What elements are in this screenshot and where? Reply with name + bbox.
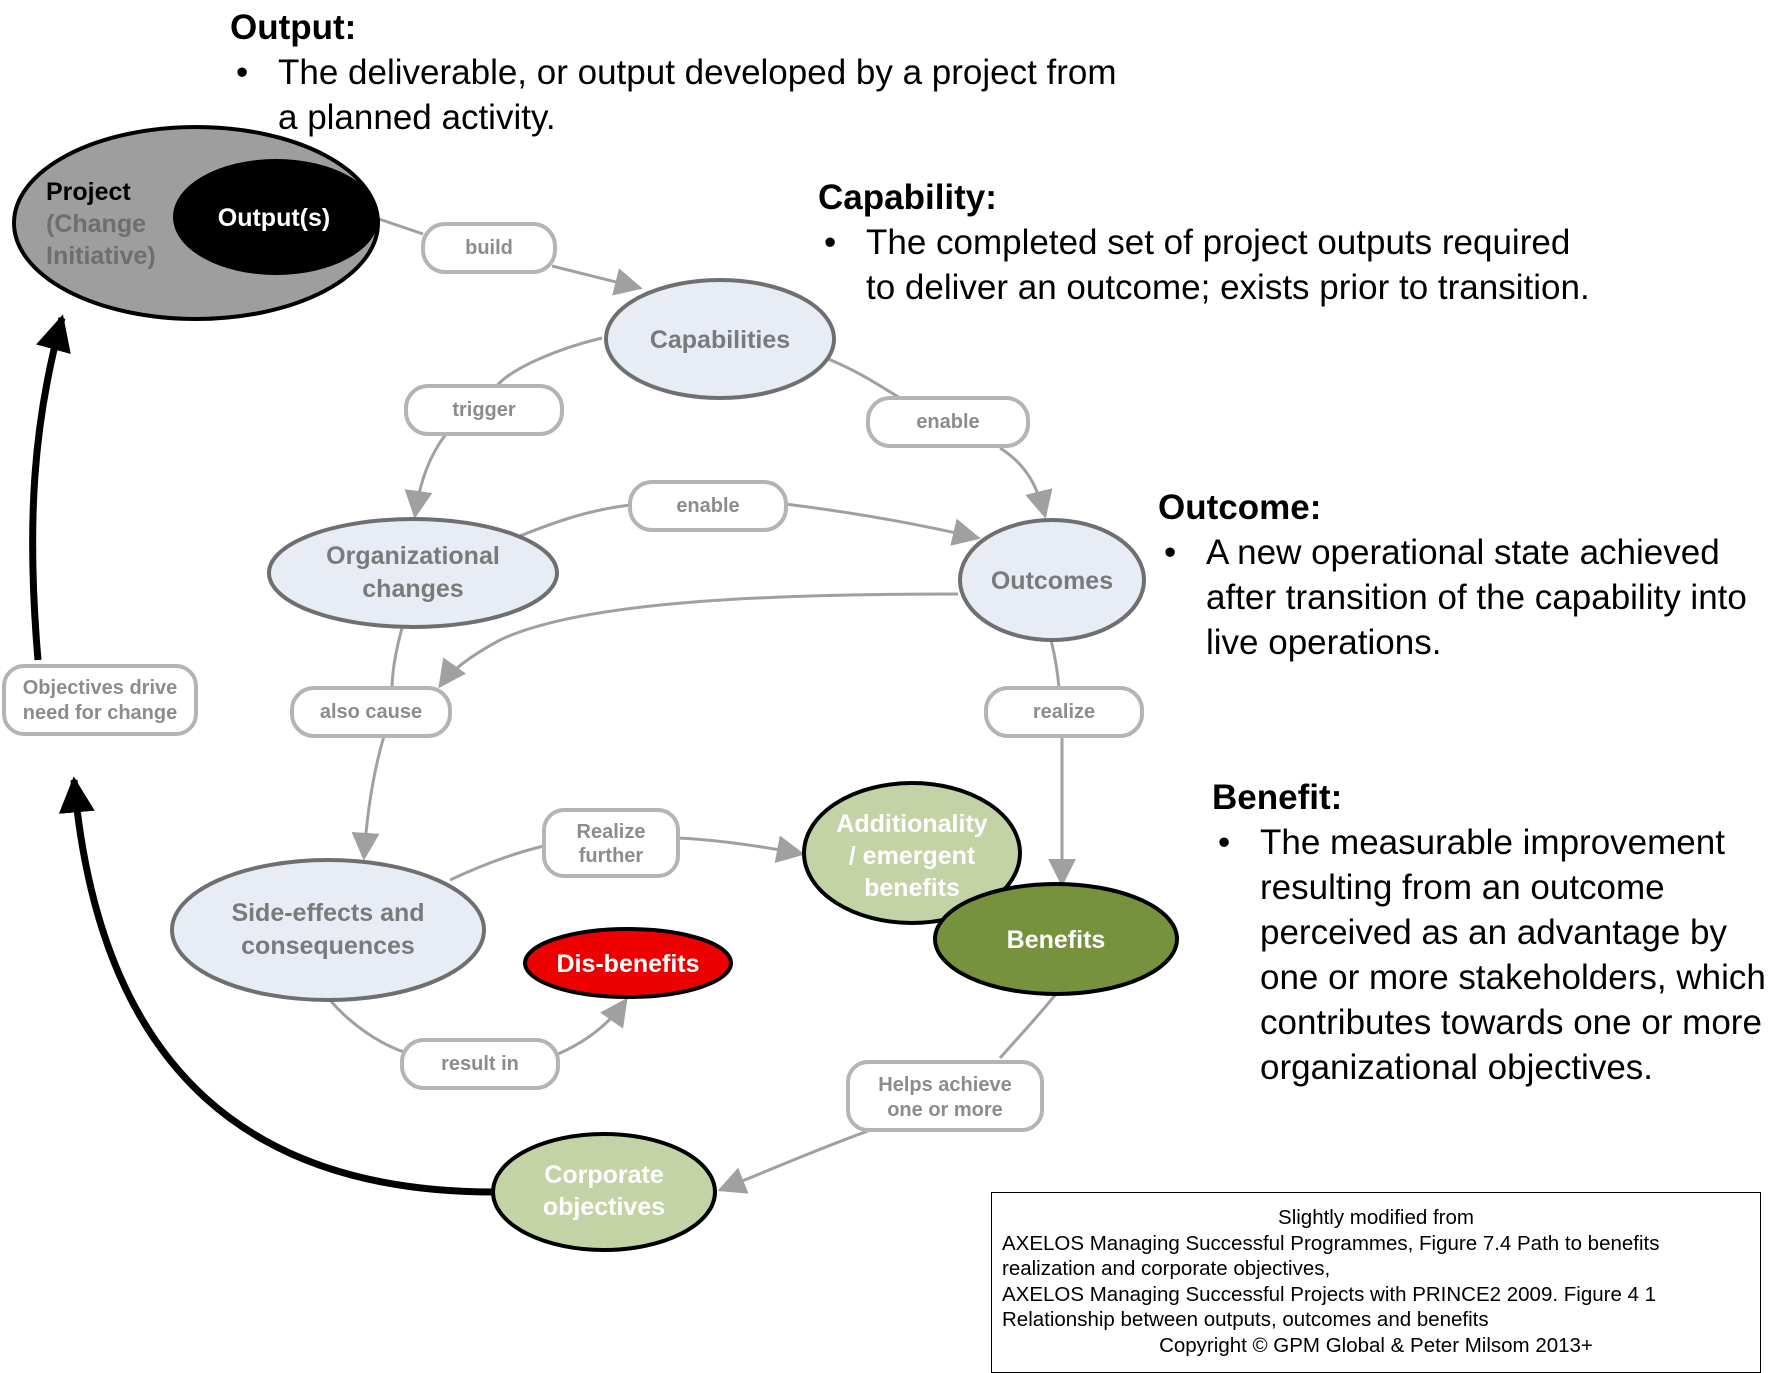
svg-text:result in: result in <box>441 1053 519 1075</box>
svg-text:Objectives drive: Objectives drive <box>23 677 178 699</box>
edge-enable-to-outcomes <box>999 446 1053 519</box>
source-line-3: realization and corporate objectives, <box>1002 1257 1331 1280</box>
edge-org-changes-to-also-cause <box>390 627 404 691</box>
definition-output: Output: • The deliverable, or output dev… <box>230 6 1130 140</box>
edge-build-to-capabilities <box>551 264 643 296</box>
node-side-effects: Side-effects and consequences <box>170 858 486 1002</box>
node-benefits-label: Benefits <box>1007 926 1106 954</box>
bullet-icon: • <box>824 223 837 262</box>
edge-objectives-drive-to-project <box>29 314 71 661</box>
node-disbenefits: Dis-benefits <box>523 927 733 999</box>
definition-benefit-body: The measurable improvement resulting fro… <box>1260 823 1766 1087</box>
edge-trigger-to-org-changes <box>404 433 448 519</box>
definition-output-heading: Output: <box>230 8 357 47</box>
svg-text:Realize: Realize <box>577 821 646 843</box>
svg-text:one or more: one or more <box>887 1099 1003 1121</box>
edge-helps-achieve-to-corporate <box>717 1126 877 1194</box>
svg-text:trigger: trigger <box>452 399 516 421</box>
node-corporate-label-1: Corporate <box>544 1161 664 1189</box>
source-line-4: AXELOS Managing Successful Projects with… <box>1002 1282 1657 1306</box>
node-benefits: Benefits <box>933 882 1179 996</box>
node-outputs: Output(s) <box>173 159 379 275</box>
node-side-effects-label-2: consequences <box>241 932 415 960</box>
edge-label-also-cause: also cause <box>290 686 452 738</box>
node-project-label-1: Project <box>46 178 131 206</box>
svg-text:build: build <box>465 237 513 259</box>
definition-outcome: Outcome: • A new operational state achie… <box>1158 486 1764 665</box>
edge-capabilities-to-enable <box>825 356 901 400</box>
edge-label-realize-further: Realize further <box>542 808 680 878</box>
edge-realize-further-to-additionality <box>677 835 805 864</box>
edge-label-result-in: result in <box>400 1038 560 1090</box>
source-line-5: Relationship between outputs, outcomes a… <box>1002 1308 1489 1331</box>
svg-text:further: further <box>579 845 644 867</box>
node-additionality: Additionality / emergent benefits <box>802 781 1022 925</box>
edge-side-effects-to-result-in <box>328 999 405 1054</box>
svg-text:need for change: need for change <box>23 702 177 724</box>
edge-output-to-build <box>375 216 424 236</box>
node-corporate: Corporate objectives <box>491 1132 717 1252</box>
node-outputs-label: Output(s) <box>218 204 330 232</box>
node-capabilities-label: Capabilities <box>650 326 790 354</box>
node-disbenefits-label: Dis-benefits <box>556 950 699 978</box>
node-org-changes-label-1: Organizational <box>326 542 500 570</box>
source-citation: Slightly modified from AXELOS Managing S… <box>991 1192 1761 1373</box>
definition-capability: Capability: • The completed set of proje… <box>818 176 1618 310</box>
node-additionality-label-1: Additionality <box>836 810 987 838</box>
edge-corporate-to-project <box>58 776 495 1196</box>
edge-also-cause-to-side-effects <box>351 735 386 861</box>
node-project-label-3: Initiative) <box>46 242 156 270</box>
definition-capability-heading: Capability: <box>818 178 997 217</box>
node-org-changes: Organizational changes <box>267 517 559 629</box>
node-org-changes-label-2: changes <box>362 575 463 603</box>
edge-label-objectives-drive: Objectives drive need for change <box>2 664 198 736</box>
edge-label-enable-org: enable <box>628 480 788 532</box>
edge-label-realize: realize <box>984 686 1144 738</box>
edge-outcomes-to-realize <box>1049 639 1061 689</box>
source-line-6: Copyright © GPM Global & Peter Milsom 20… <box>1159 1333 1593 1357</box>
definition-capability-body: The completed set of project outputs req… <box>866 223 1590 307</box>
source-line-1: Slightly modified from <box>1278 1206 1474 1229</box>
definition-outcome-heading: Outcome: <box>1158 488 1322 527</box>
source-line-2: AXELOS Managing Successful Programmes, F… <box>1002 1231 1660 1255</box>
node-additionality-label-3: benefits <box>864 874 960 902</box>
bullet-icon: • <box>1164 533 1177 572</box>
node-capabilities: Capabilities <box>604 278 836 400</box>
svg-text:also cause: also cause <box>320 701 422 723</box>
edge-benefits-to-helps-achieve <box>998 993 1058 1059</box>
edge-side-effects-to-realize-further <box>449 844 545 882</box>
edge-label-build: build <box>421 222 557 274</box>
node-outcomes-label: Outcomes <box>991 567 1113 595</box>
edge-capabilities-to-trigger <box>493 336 603 389</box>
node-project-label-2: (Change <box>46 210 146 238</box>
definition-benefit-heading: Benefit: <box>1212 778 1343 817</box>
node-additionality-label-2: / emergent <box>849 842 976 870</box>
definition-output-body: The deliverable, or output developed by … <box>278 53 1117 137</box>
svg-text:enable: enable <box>916 411 979 433</box>
node-side-effects-label-1: Side-effects and <box>231 899 424 927</box>
bullet-icon: • <box>236 53 249 92</box>
edge-org-changes-to-enable <box>519 503 631 538</box>
svg-text:Helps achieve: Helps achieve <box>878 1074 1011 1096</box>
node-corporate-label-2: objectives <box>543 1193 665 1221</box>
edge-label-enable-outcomes: enable <box>866 396 1030 448</box>
edge-enable-to-outcomes-2 <box>784 502 981 546</box>
svg-text:realize: realize <box>1033 701 1095 723</box>
bullet-icon: • <box>1218 823 1231 862</box>
edge-outcomes-to-also-cause <box>438 592 959 689</box>
definition-benefit: Benefit: • The measurable improvement re… <box>1212 776 1767 1090</box>
node-outcomes: Outcomes <box>958 518 1146 642</box>
definition-outcome-body: A new operational state achieved after t… <box>1206 533 1747 662</box>
edge-result-in-to-disbenefits <box>557 997 628 1056</box>
edge-label-trigger: trigger <box>404 384 564 436</box>
edge-label-helps-achieve: Helps achieve one or more <box>846 1060 1044 1132</box>
svg-text:enable: enable <box>676 495 739 517</box>
